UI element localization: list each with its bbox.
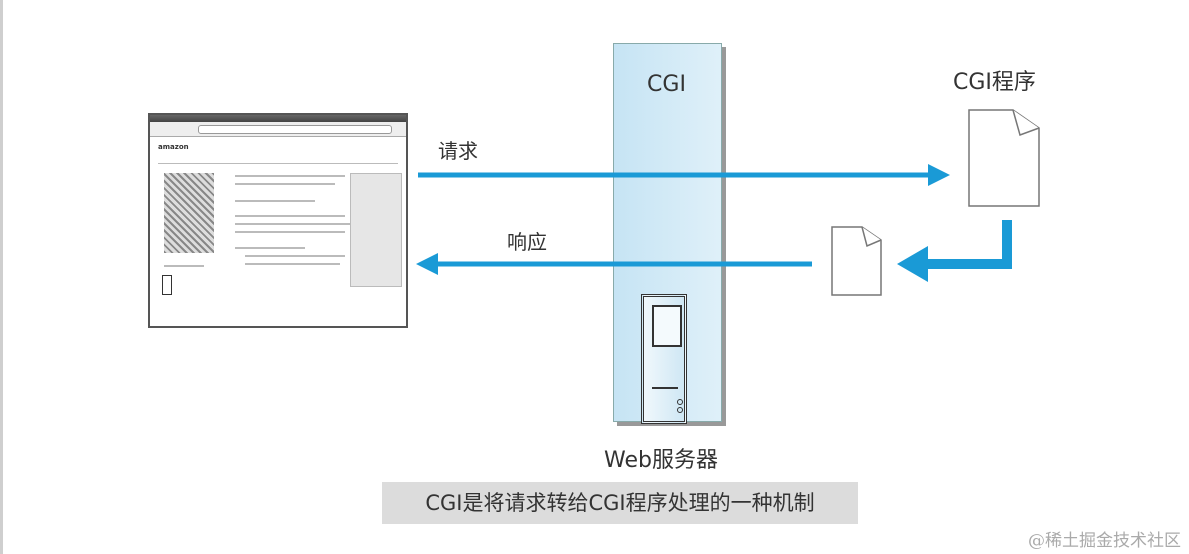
cgi-column-label: CGI: [647, 72, 686, 97]
server-icon: [641, 294, 687, 424]
browser-window-illustration: amazon: [148, 113, 408, 328]
cgi-program-document-icon: [968, 109, 1040, 207]
cgi-program-label: CGI程序: [953, 70, 1036, 95]
watermark: @稀土掘金技术社区: [1028, 531, 1181, 551]
request-arrow: [418, 164, 950, 186]
browser-logo: amazon: [158, 143, 189, 151]
return-l-arrow: [897, 220, 1012, 282]
request-label: 请求: [438, 139, 478, 163]
response-document-icon: [831, 226, 882, 296]
page-border: [0, 0, 3, 554]
response-arrow: [416, 253, 812, 275]
web-server-label: Web服务器: [604, 448, 718, 473]
response-label: 响应: [507, 230, 547, 254]
diagram-caption: CGI是将请求转给CGI程序处理的一种机制: [382, 482, 858, 524]
